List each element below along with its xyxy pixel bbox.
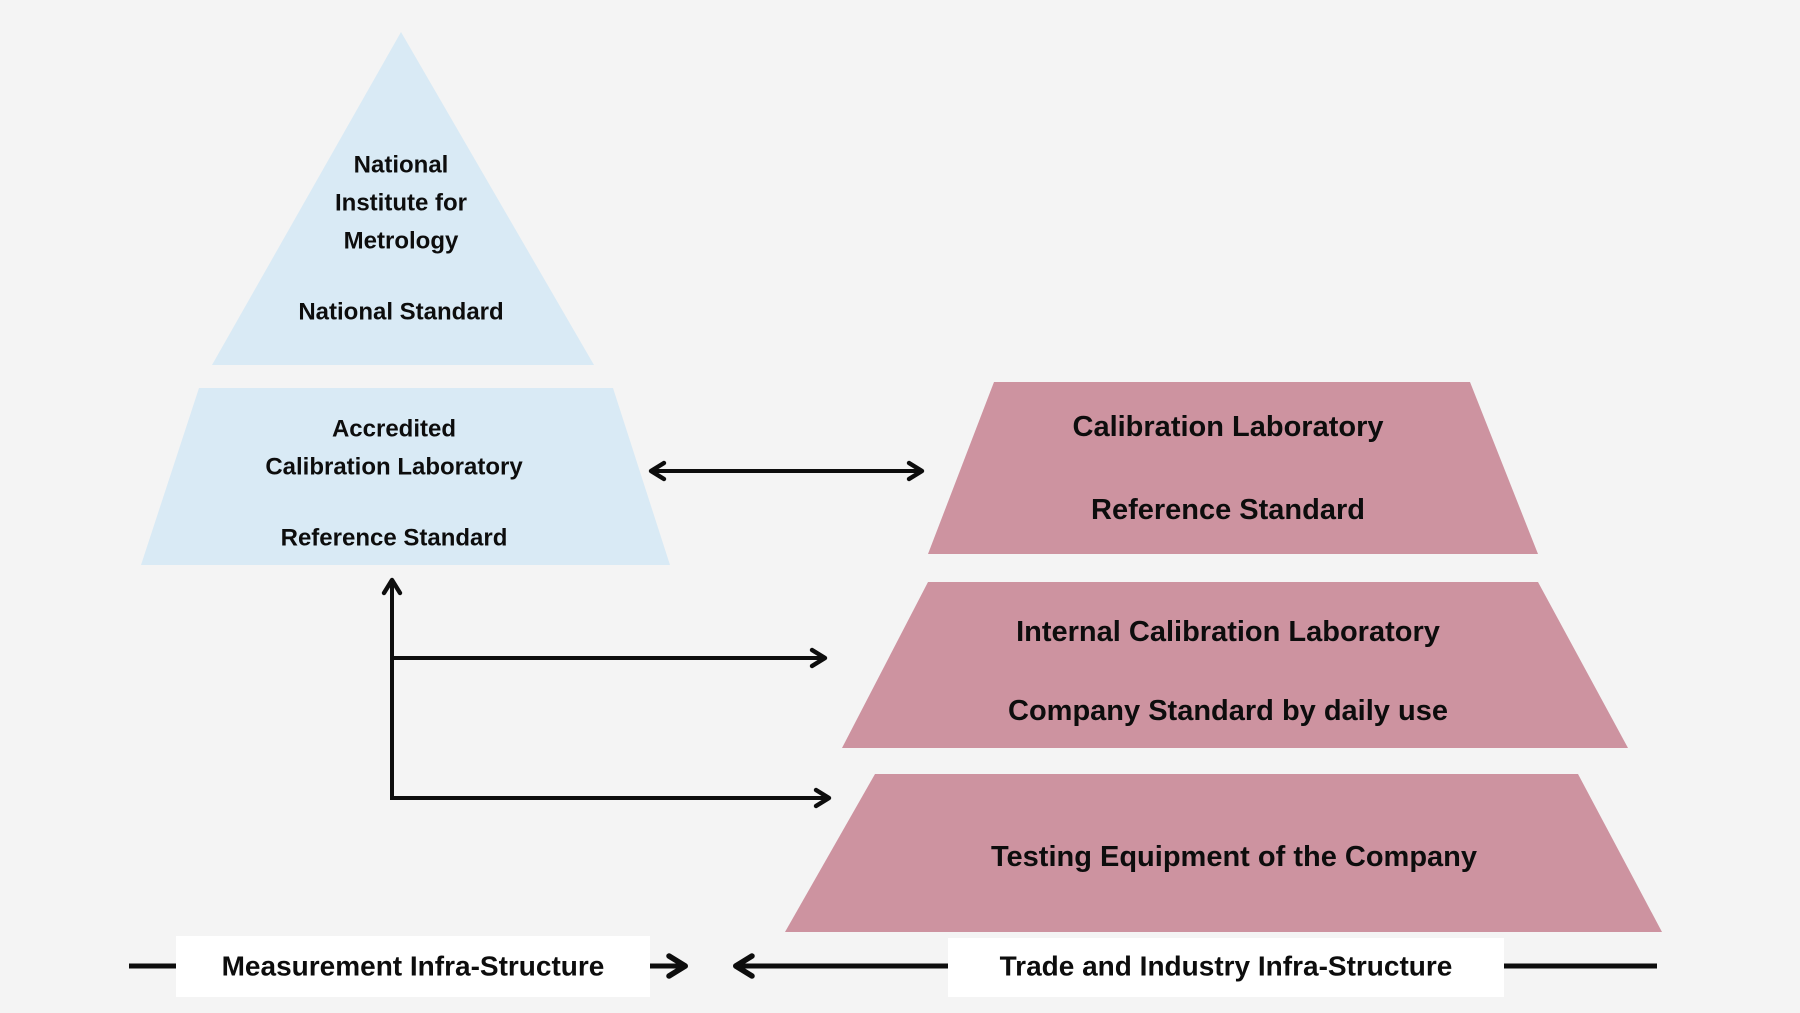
nim-line-1: National <box>354 152 449 179</box>
right-pyramid-tier2-trapezoid <box>842 582 1628 748</box>
accredited-line-2: Calibration Laboratory <box>265 454 523 481</box>
testing-equipment-title: Testing Equipment of the Company <box>991 841 1477 873</box>
internal-calibration-laboratory-title: Internal Calibration Laboratory <box>1016 616 1440 648</box>
trade-label-box <box>948 938 1504 997</box>
national-standard-label: National Standard <box>298 299 503 326</box>
reference-standard-label-left: Reference Standard <box>281 525 508 552</box>
measurement-infrastructure-label: Measurement Infra-Structure <box>222 951 605 982</box>
right-pyramid-tier1-trapezoid <box>928 382 1538 554</box>
left-pyramid-tier1-triangle <box>212 32 594 365</box>
right-pyramid-tier3-trapezoid <box>785 774 1662 932</box>
trade-industry-infrastructure-label: Trade and Industry Infra-Structure <box>1000 951 1453 982</box>
measurement-label-box <box>176 936 650 997</box>
company-standard-label: Company Standard by daily use <box>1008 695 1448 727</box>
reference-standard-label-right: Reference Standard <box>1091 494 1365 526</box>
accredited-line-1: Accredited <box>332 416 456 443</box>
calibration-laboratory-title: Calibration Laboratory <box>1073 411 1384 443</box>
nim-line-3: Metrology <box>344 228 459 255</box>
nim-line-2: Institute for <box>335 190 467 217</box>
left-pyramid-tier2-trapezoid <box>141 388 670 565</box>
